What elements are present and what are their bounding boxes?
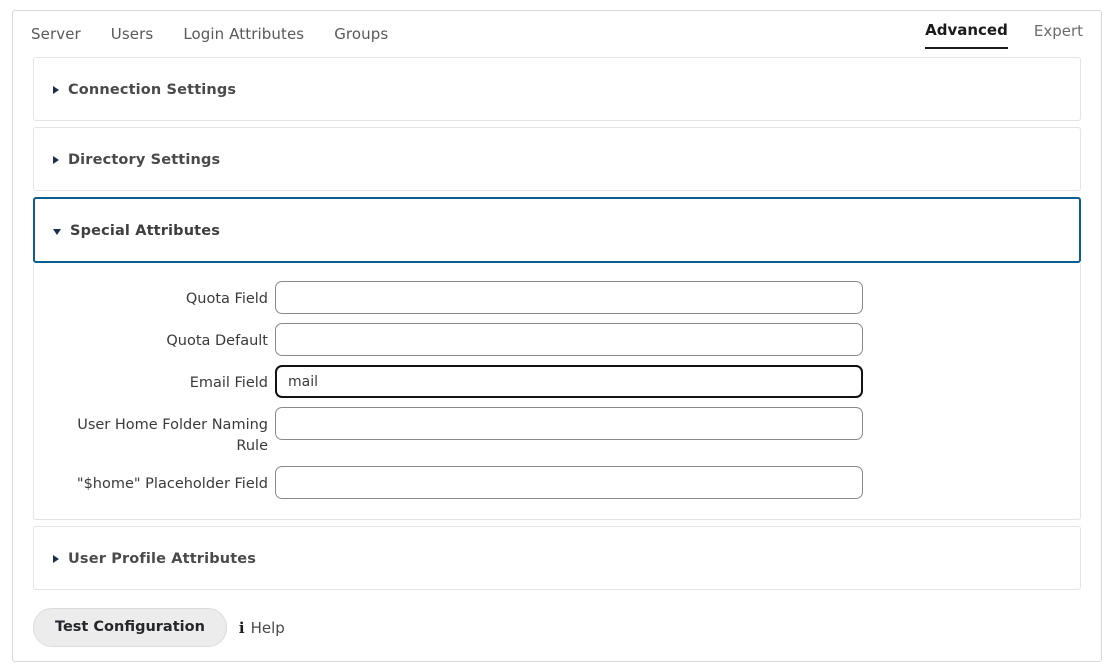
- nav-link-users[interactable]: Users: [110, 25, 154, 43]
- section-title-connection-settings: Connection Settings: [68, 82, 237, 98]
- input-quota-field[interactable]: [275, 281, 863, 314]
- tab-advanced[interactable]: Advanced: [925, 20, 1008, 49]
- section-header-special-attributes[interactable]: Special Attributes: [35, 199, 1079, 263]
- form-row-quota-default: Quota Default: [34, 323, 1080, 356]
- section-header-directory-settings[interactable]: Directory Settings: [34, 128, 1080, 192]
- form-row-home-placeholder-field: "$home" Placeholder Field: [34, 466, 1080, 499]
- footer-actions: Test Configuration i Help: [13, 596, 1101, 647]
- section-special-attributes[interactable]: Special Attributes: [33, 197, 1081, 263]
- input-home-placeholder-field[interactable]: [275, 466, 863, 499]
- tab-expert[interactable]: Expert: [1033, 21, 1083, 40]
- label-home-placeholder-field: "$home" Placeholder Field: [76, 476, 268, 492]
- form-row-user-home-folder-naming-rule: User Home Folder Naming Rule: [34, 407, 1080, 457]
- section-title-special-attributes: Special Attributes: [70, 223, 221, 239]
- test-configuration-button[interactable]: Test Configuration: [33, 608, 227, 647]
- special-attributes-form: Quota Field Quota Default Email Field Us…: [33, 263, 1081, 520]
- section-directory-settings[interactable]: Directory Settings: [33, 127, 1081, 191]
- triangle-right-icon: [53, 555, 59, 563]
- nav-tabs: Advanced Expert: [925, 20, 1083, 49]
- info-icon: i: [238, 618, 245, 637]
- help-label: Help: [250, 618, 285, 637]
- label-quota-default: Quota Default: [166, 333, 268, 349]
- label-user-home-folder-naming-rule: User Home Folder Naming Rule: [77, 417, 268, 454]
- section-user-profile-attributes[interactable]: User Profile Attributes: [33, 526, 1081, 590]
- triangle-right-icon: [53, 156, 59, 164]
- navbar: Server Users Login Attributes Groups Adv…: [13, 11, 1101, 57]
- accordion: Connection Settings Directory Settings S…: [13, 57, 1101, 590]
- section-title-user-profile-attributes: User Profile Attributes: [68, 551, 257, 567]
- section-header-connection-settings[interactable]: Connection Settings: [34, 58, 1080, 122]
- triangle-right-icon: [53, 86, 59, 94]
- triangle-down-icon: [53, 229, 61, 235]
- label-quota-field: Quota Field: [185, 291, 268, 307]
- form-row-quota-field: Quota Field: [34, 281, 1080, 314]
- section-title-directory-settings: Directory Settings: [68, 152, 221, 168]
- help-link[interactable]: i Help: [239, 619, 285, 637]
- form-row-email-field: Email Field: [34, 365, 1080, 398]
- nav-link-groups[interactable]: Groups: [334, 25, 389, 43]
- input-user-home-folder-naming-rule[interactable]: [275, 407, 863, 440]
- input-email-field[interactable]: [275, 365, 863, 398]
- settings-panel: Server Users Login Attributes Groups Adv…: [12, 10, 1102, 662]
- section-connection-settings[interactable]: Connection Settings: [33, 57, 1081, 121]
- section-header-user-profile-attributes[interactable]: User Profile Attributes: [34, 527, 1080, 591]
- nav-link-login-attributes[interactable]: Login Attributes: [183, 25, 305, 43]
- nav-link-server[interactable]: Server: [31, 25, 81, 43]
- input-quota-default[interactable]: [275, 323, 863, 356]
- label-email-field: Email Field: [189, 375, 268, 391]
- nav-links: Server Users Login Attributes Groups: [31, 24, 388, 44]
